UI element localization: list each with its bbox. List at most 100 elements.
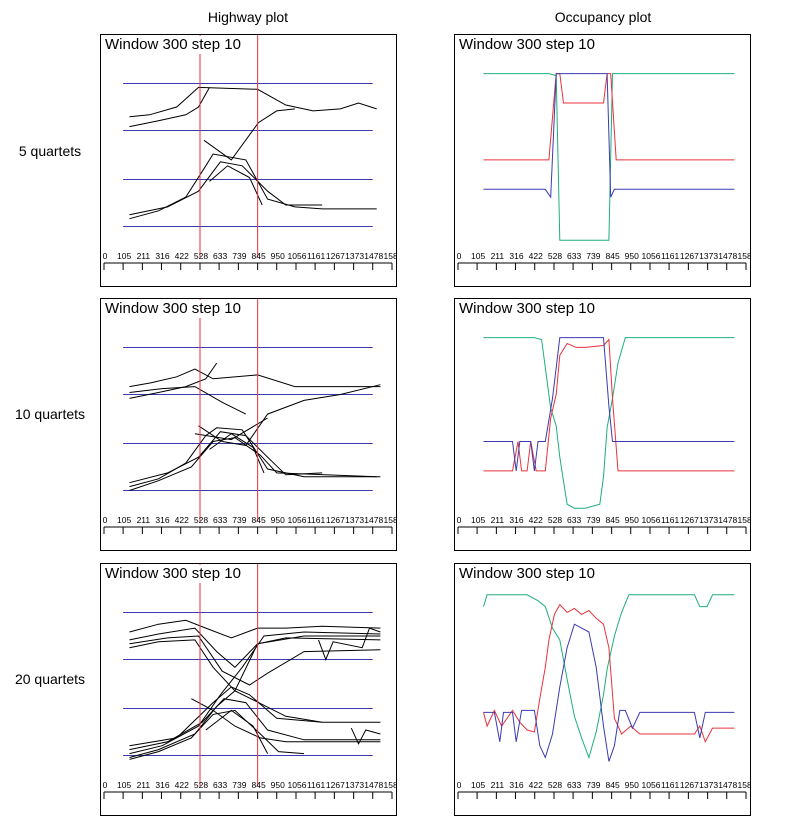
x-tick-label: 739 bbox=[586, 515, 600, 525]
x-tick-label: 1584 bbox=[384, 780, 397, 790]
x-tick-label: 739 bbox=[586, 780, 600, 790]
x-tick-label: 211 bbox=[491, 780, 505, 790]
x-tick-label: 105 bbox=[471, 515, 485, 525]
x-tick-label: 739 bbox=[232, 251, 246, 261]
occupancy-series-red bbox=[483, 73, 735, 161]
highway-series-line bbox=[194, 417, 268, 441]
occupancy-series-green bbox=[483, 594, 735, 760]
panel-title: Window 300 step 10 bbox=[105, 300, 243, 318]
highway-series-line bbox=[350, 727, 381, 745]
x-tick-label: 316 bbox=[155, 251, 169, 261]
highway-series-line bbox=[191, 698, 381, 743]
panel-title: Window 300 step 10 bbox=[105, 565, 243, 583]
x-tick-label: 211 bbox=[137, 515, 151, 525]
x-tick-label: 950 bbox=[271, 515, 285, 525]
x-tick-label: 528 bbox=[548, 515, 562, 525]
x-tick-label: 633 bbox=[567, 251, 581, 261]
occupancy-series-blue bbox=[483, 337, 735, 471]
highway-series-line bbox=[129, 627, 381, 668]
x-tick-label: 633 bbox=[567, 780, 581, 790]
occupancy-series-red bbox=[483, 603, 735, 744]
highway-series-line bbox=[129, 153, 377, 220]
x-tick-label: 845 bbox=[606, 515, 620, 525]
highway-series-line bbox=[129, 709, 305, 760]
highway-series-line bbox=[318, 627, 381, 661]
x-tick-label: 1478 bbox=[364, 780, 383, 790]
x-tick-label: 1267 bbox=[326, 251, 345, 261]
x-tick-label: 1161 bbox=[307, 515, 326, 525]
x-tick-label: 1267 bbox=[326, 780, 345, 790]
x-tick-label: 1373 bbox=[699, 515, 718, 525]
x-tick-label: 1161 bbox=[307, 251, 326, 261]
highway-series-line bbox=[129, 386, 247, 415]
x-tick-label: 1161 bbox=[661, 251, 680, 261]
highway-series-line bbox=[129, 161, 323, 216]
x-tick-label: 0 bbox=[103, 515, 108, 525]
x-tick-label: 1584 bbox=[738, 780, 751, 790]
x-tick-label: 1056 bbox=[288, 780, 307, 790]
x-tick-label: 950 bbox=[271, 780, 285, 790]
x-tick-label: 316 bbox=[509, 251, 523, 261]
x-tick-label: 1161 bbox=[307, 780, 326, 790]
highway-series-line bbox=[129, 686, 381, 747]
x-tick-label: 0 bbox=[457, 251, 462, 261]
x-tick-label: 739 bbox=[232, 780, 246, 790]
x-tick-label: 316 bbox=[509, 515, 523, 525]
x-tick-label: 316 bbox=[509, 780, 523, 790]
x-tick-label: 1056 bbox=[642, 251, 661, 261]
x-tick-label: 316 bbox=[155, 780, 169, 790]
x-tick-label: 1373 bbox=[345, 251, 364, 261]
x-tick-label: 422 bbox=[529, 515, 543, 525]
x-tick-label: 1161 bbox=[661, 515, 680, 525]
x-tick-label: 1267 bbox=[326, 515, 345, 525]
x-tick-label: 422 bbox=[529, 251, 543, 261]
panel-title: Window 300 step 10 bbox=[459, 300, 597, 318]
x-tick-label: 845 bbox=[252, 251, 266, 261]
x-tick-label: 1584 bbox=[738, 515, 751, 525]
x-tick-label: 211 bbox=[137, 251, 151, 261]
plot-frame bbox=[100, 34, 397, 287]
occupancy-series-blue bbox=[483, 73, 735, 199]
occupancy-series-green bbox=[483, 73, 735, 241]
x-tick-label: 1267 bbox=[680, 515, 699, 525]
x-tick-label: 1056 bbox=[288, 515, 307, 525]
x-tick-label: 845 bbox=[606, 251, 620, 261]
x-tick-label: 950 bbox=[625, 515, 639, 525]
highway-series-line bbox=[129, 639, 323, 723]
x-tick-label: 105 bbox=[117, 780, 131, 790]
x-tick-label: 528 bbox=[548, 780, 562, 790]
x-tick-label: 1478 bbox=[718, 780, 737, 790]
highway-series-line bbox=[129, 631, 381, 755]
highway-series-line bbox=[129, 619, 381, 639]
x-tick-label: 1267 bbox=[680, 780, 699, 790]
x-tick-label: 633 bbox=[213, 515, 227, 525]
x-tick-label: 528 bbox=[548, 251, 562, 261]
column-title-highway: Highway plot bbox=[207, 9, 289, 25]
x-tick-label: 1584 bbox=[384, 251, 397, 261]
x-tick-label: 633 bbox=[567, 515, 581, 525]
highway-series-line bbox=[209, 433, 265, 474]
row-label-5-quartets: 5 quartets bbox=[18, 143, 82, 159]
plot-frame bbox=[454, 34, 751, 287]
panel-title: Window 300 step 10 bbox=[105, 36, 243, 54]
x-tick-label: 1056 bbox=[288, 251, 307, 261]
x-tick-label: 1161 bbox=[661, 780, 680, 790]
x-tick-label: 1267 bbox=[680, 251, 699, 261]
x-tick-label: 633 bbox=[213, 780, 227, 790]
x-tick-label: 528 bbox=[194, 780, 208, 790]
highway-series-line bbox=[129, 362, 218, 399]
panel-title: Window 300 step 10 bbox=[459, 36, 597, 54]
x-tick-label: 105 bbox=[117, 515, 131, 525]
highway-series-line bbox=[203, 108, 295, 161]
x-tick-label: 1478 bbox=[364, 251, 383, 261]
x-tick-label: 422 bbox=[175, 515, 189, 525]
x-tick-label: 422 bbox=[175, 780, 189, 790]
x-tick-label: 1478 bbox=[364, 515, 383, 525]
plot-frame bbox=[100, 298, 397, 551]
x-tick-label: 1584 bbox=[384, 515, 397, 525]
